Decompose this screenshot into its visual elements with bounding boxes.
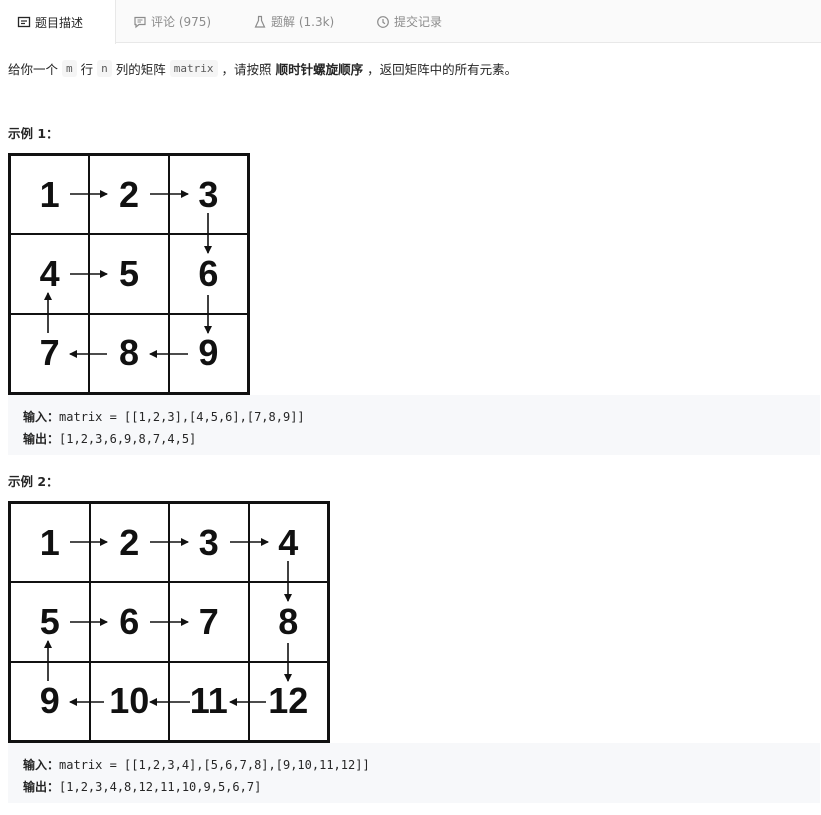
tab-description-label: 题目描述 xyxy=(35,15,84,30)
matrix-cell: 2 xyxy=(89,155,169,235)
desc-mid: ，请按照 xyxy=(221,62,272,77)
desc-row-word: 行 xyxy=(80,62,94,77)
tab-description[interactable]: 题目描述 xyxy=(0,0,116,44)
output-value: [1,2,3,6,9,8,7,4,5] xyxy=(59,432,197,446)
matrix-cell: 3 xyxy=(168,155,248,235)
tab-comments-label: 评论 (975) xyxy=(151,15,212,29)
tab-comments[interactable]: 评论 (975) xyxy=(133,0,211,43)
matrix-cell: 7 xyxy=(10,313,90,393)
example-2-grid: 1 2 3 4 5 6 7 8 9 10 11 12 xyxy=(8,501,330,743)
matrix-cell: 4 xyxy=(10,234,90,314)
tab-bar: 题目描述 评论 (975) 题解 (1.3k) 提交记录 xyxy=(0,0,821,44)
clock-icon xyxy=(376,15,390,29)
input-label: 输入： xyxy=(23,410,60,424)
output-label: 输出： xyxy=(23,432,60,446)
input-label: 输入： xyxy=(23,758,60,772)
matrix-cell: 5 xyxy=(89,234,169,314)
example-1-title: 示例 1： xyxy=(8,126,59,141)
matrix-cell: 5 xyxy=(10,582,90,662)
document-icon xyxy=(17,15,31,29)
input-value: matrix = [[1,2,3,4],[5,6,7,8],[9,10,11,1… xyxy=(59,758,370,772)
tab-solutions-label: 题解 (1.3k) xyxy=(271,15,335,29)
code-m: m xyxy=(62,60,77,77)
matrix-cell: 6 xyxy=(168,234,248,314)
matrix-cell: 10 xyxy=(89,661,169,741)
tab-submissions-label: 提交记录 xyxy=(394,15,443,29)
matrix-cell: 9 xyxy=(10,661,90,741)
output-label: 输出： xyxy=(23,780,60,794)
example-2-title: 示例 2： xyxy=(8,474,59,489)
comment-icon xyxy=(133,15,147,29)
tab-submissions[interactable]: 提交记录 xyxy=(376,0,442,43)
matrix-cell: 6 xyxy=(89,582,169,662)
matrix-cell: 8 xyxy=(89,313,169,393)
example-2-io: 输入：matrix = [[1,2,3,4],[5,6,7,8],[9,10,1… xyxy=(8,743,820,803)
matrix-cell: 11 xyxy=(169,661,249,741)
desc-emphasis: 顺时针螺旋顺序 xyxy=(275,62,364,77)
code-matrix: matrix xyxy=(169,60,218,77)
input-value: matrix = [[1,2,3],[4,5,6],[7,8,9]] xyxy=(59,410,305,424)
flask-icon xyxy=(253,15,267,29)
matrix-cell: 4 xyxy=(248,503,328,583)
matrix-cell: 12 xyxy=(248,661,328,741)
desc-col-word: 列的矩阵 xyxy=(115,62,166,77)
matrix-cell: 1 xyxy=(10,155,90,235)
desc-prefix: 给你一个 xyxy=(8,62,59,77)
desc-suffix: ，返回矩阵中的所有元素。 xyxy=(367,62,518,77)
matrix-cell: 1 xyxy=(10,503,90,583)
problem-description: 给你一个 m 行 n 列的矩阵 matrix ，请按照 顺时针螺旋顺序 ，返回矩… xyxy=(8,59,517,78)
matrix-cell: 2 xyxy=(89,503,169,583)
tab-solutions[interactable]: 题解 (1.3k) xyxy=(253,0,334,43)
matrix-cell: 8 xyxy=(248,582,328,662)
matrix-cell: 9 xyxy=(168,313,248,393)
example-1-grid: 1 2 3 4 5 6 7 8 9 xyxy=(8,153,250,395)
matrix-cell: 7 xyxy=(169,582,249,662)
output-value: [1,2,3,4,8,12,11,10,9,5,6,7] xyxy=(59,780,262,794)
example-1-io: 输入：matrix = [[1,2,3],[4,5,6],[7,8,9]] 输出… xyxy=(8,395,820,455)
code-n: n xyxy=(97,60,112,77)
matrix-cell: 3 xyxy=(169,503,249,583)
